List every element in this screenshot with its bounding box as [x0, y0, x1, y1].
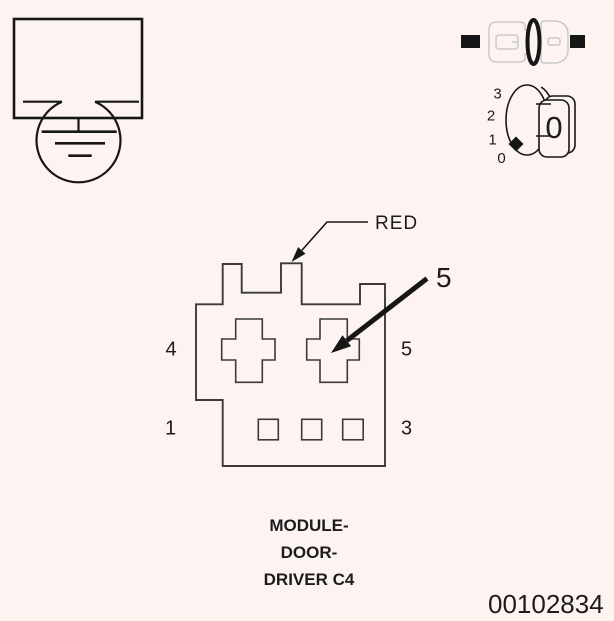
cavity-square-3 — [341, 418, 365, 441]
cavity-5-callout-arrow — [331, 276, 429, 353]
left-wire-stub — [461, 35, 480, 48]
dial-notch-lines — [536, 103, 551, 137]
connector-seal-oval — [525, 18, 542, 66]
red-wire-label: RED — [375, 213, 419, 234]
red-wire-callout-arrow — [291, 221, 368, 262]
lamp-box-outline — [12, 17, 144, 120]
lamp-bulb-arc — [35, 100, 122, 184]
dial-scale-0: 0 — [497, 150, 505, 167]
cavity-4-cross — [220, 318, 276, 384]
caption-line-1: MODULE- — [269, 516, 349, 535]
rotary-dial-icon: 0 3 2 1 0 — [487, 84, 576, 167]
lamp-ground-icon — [12, 17, 144, 184]
connector-face-diagram — [195, 262, 386, 467]
dial-scale-3: 3 — [493, 86, 501, 103]
dial-knob-face — [538, 99, 570, 158]
dial-pointer-diamond — [508, 136, 524, 152]
pin-label-5: 5 — [400, 338, 413, 361]
pin-label-4: 4 — [165, 338, 177, 361]
dial-scale-2: 2 — [487, 108, 495, 125]
callout-arrowhead — [331, 335, 352, 353]
dial-knob-label: 0 — [545, 110, 562, 145]
inline-connector-icon — [461, 18, 585, 66]
cavity-square-2 — [300, 418, 323, 441]
caption-line-2: DOOR- — [280, 543, 338, 562]
caption-line-3: DRIVER C4 — [263, 570, 355, 589]
pin-label-1: 1 — [164, 417, 177, 440]
connector-halves-outline — [488, 20, 569, 64]
figure-number: 00102834 — [488, 589, 604, 619]
red-leader-line — [301, 221, 368, 251]
cavity-square-1 — [257, 418, 280, 441]
connector-caption: MODULE- DOOR- DRIVER C4 — [264, 512, 355, 593]
right-wire-stub — [570, 35, 585, 48]
cavity-5-callout-label: 5 — [436, 262, 452, 293]
connector-outline — [195, 262, 386, 467]
pin-label-3: 3 — [400, 417, 413, 440]
callout-arrow-shaft — [345, 276, 429, 343]
dial-scale-1: 1 — [488, 132, 496, 149]
red-leader-arrowhead — [291, 247, 306, 262]
ground-bars — [41, 130, 117, 157]
